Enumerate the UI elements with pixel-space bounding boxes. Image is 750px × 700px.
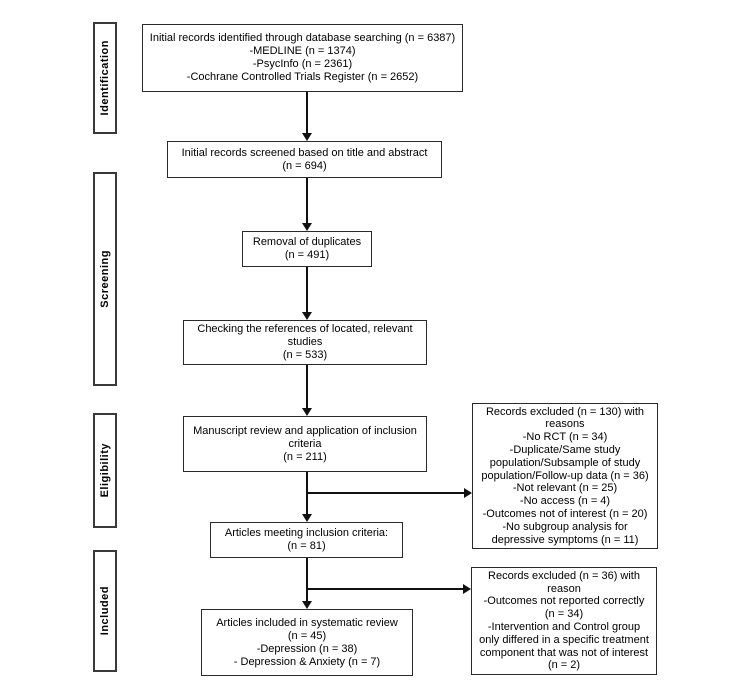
- box-removal-duplicates-line: Removal of duplicates: [252, 236, 362, 248]
- box-checking-references-line: Checking the references of located, rele…: [197, 323, 413, 335]
- box-checking-references-line: (n = 533): [282, 349, 328, 361]
- box-records-screened-line: Initial records screened based on title …: [181, 146, 428, 159]
- box-records-excluded-130-line: population/Follow-up data (n = 36): [481, 469, 649, 482]
- box-records-excluded-130-line: -Outcomes not of interest (n = 20): [482, 508, 648, 520]
- box-removal-duplicates: Removal of duplicates (n = 491): [242, 231, 372, 267]
- box-articles-included: Articles included in systematic review (…: [201, 609, 413, 676]
- box-manuscript-review: Manuscript review and application of inc…: [183, 416, 427, 472]
- stage-label-eligibility-text: Eligibility: [99, 443, 111, 498]
- box-records-excluded-36-line: (n = 34): [544, 608, 584, 621]
- arrow-to-excluded1-line: [306, 492, 464, 494]
- box-records-excluded-36-line: -Outcomes not reported correctly: [483, 595, 645, 608]
- box-articles-meeting-criteria-line: (n = 81): [287, 540, 326, 552]
- box-records-excluded-130-line: population/Subsample of study: [489, 456, 641, 469]
- arrow-meeting-to-included-head: [302, 601, 312, 609]
- box-records-identified-line: -PsycInfo (n = 2361): [252, 58, 353, 70]
- box-records-screened-line: (n = 694): [282, 159, 327, 172]
- stage-label-eligibility: Eligibility: [93, 413, 117, 528]
- arrow-manuscript-to-meeting-head: [302, 514, 312, 522]
- arrow-duplicates-to-references-head: [302, 312, 312, 320]
- box-records-excluded-36-line: (n = 2): [547, 659, 581, 672]
- box-records-excluded-36: Records excluded (n = 36) with reason -O…: [471, 567, 657, 675]
- box-articles-included-line: -Depression (n = 38): [256, 642, 358, 655]
- box-articles-included-line: (n = 45): [287, 629, 327, 642]
- box-records-excluded-130-line: -No subgroup analysis for: [502, 520, 628, 533]
- stage-label-screening: Screening: [93, 172, 117, 386]
- arrow-references-to-manuscript-line: [306, 365, 308, 408]
- box-records-excluded-130-line: reasons: [545, 418, 585, 431]
- arrow-to-excluded1-head: [464, 488, 472, 498]
- box-checking-references-line: studies: [287, 336, 323, 348]
- stage-label-identification-text: Identification: [99, 40, 111, 116]
- box-manuscript-review-line: criteria: [288, 437, 322, 450]
- arrow-meeting-to-included-line: [306, 558, 308, 601]
- box-articles-included-line: - Depression & Anxiety (n = 7): [233, 655, 381, 668]
- box-records-excluded-36-line: only differed in a specific treatment: [479, 633, 649, 646]
- stage-label-screening-text: Screening: [99, 250, 111, 308]
- box-records-excluded-130-line: -No access (n = 4): [519, 495, 611, 508]
- arrow-to-excluded2-line: [306, 588, 463, 590]
- box-records-excluded-130-line: Records excluded (n = 130) with: [485, 405, 645, 418]
- arrow-to-excluded2-head: [463, 584, 471, 594]
- box-records-identified-line: -MEDLINE (n = 1374): [249, 45, 356, 57]
- box-removal-duplicates-line: (n = 491): [284, 249, 330, 261]
- box-records-excluded-36-line: reason: [547, 582, 581, 595]
- box-records-excluded-36-line: Records excluded (n = 36) with: [488, 569, 640, 582]
- arrow-screened-to-duplicates-line: [306, 178, 308, 223]
- box-checking-references: Checking the references of located, rele…: [183, 320, 427, 365]
- box-records-excluded-36-line: -Intervention and Control group: [487, 621, 641, 633]
- box-articles-meeting-criteria-line: Articles meeting inclusion criteria:: [224, 527, 389, 539]
- box-records-identified-line: Initial records identified through datab…: [149, 32, 456, 44]
- arrow-identified-to-screened-head: [302, 133, 312, 141]
- arrow-screened-to-duplicates-head: [302, 223, 312, 231]
- box-manuscript-review-line: (n = 211): [283, 450, 327, 463]
- arrow-references-to-manuscript-head: [302, 408, 312, 416]
- box-articles-meeting-criteria: Articles meeting inclusion criteria: (n …: [210, 522, 403, 558]
- box-records-excluded-36-line: component that was not of interest: [479, 646, 649, 659]
- box-records-excluded-130: Records excluded (n = 130) with reasons …: [472, 403, 658, 549]
- box-records-excluded-130-line: -No RCT (n = 34): [522, 431, 608, 444]
- box-manuscript-review-line: Manuscript review and application of inc…: [193, 424, 417, 437]
- stage-label-included-text: Included: [99, 586, 111, 636]
- arrow-identified-to-screened-line: [306, 92, 308, 133]
- box-records-screened: Initial records screened based on title …: [167, 141, 442, 178]
- box-records-identified: Initial records identified through datab…: [142, 24, 463, 92]
- box-records-excluded-130-line: depressive symptoms (n = 11): [491, 533, 639, 546]
- stage-label-identification: Identification: [93, 22, 117, 134]
- box-records-excluded-130-line: -Not relevant (n = 25): [512, 482, 618, 495]
- arrow-duplicates-to-references-line: [306, 267, 308, 312]
- box-records-excluded-130-line: -Duplicate/Same study: [509, 444, 621, 457]
- box-articles-included-line: Articles included in systematic review: [216, 616, 398, 629]
- stage-label-included: Included: [93, 550, 117, 672]
- box-records-identified-line: -Cochrane Controlled Trials Register (n …: [186, 71, 419, 83]
